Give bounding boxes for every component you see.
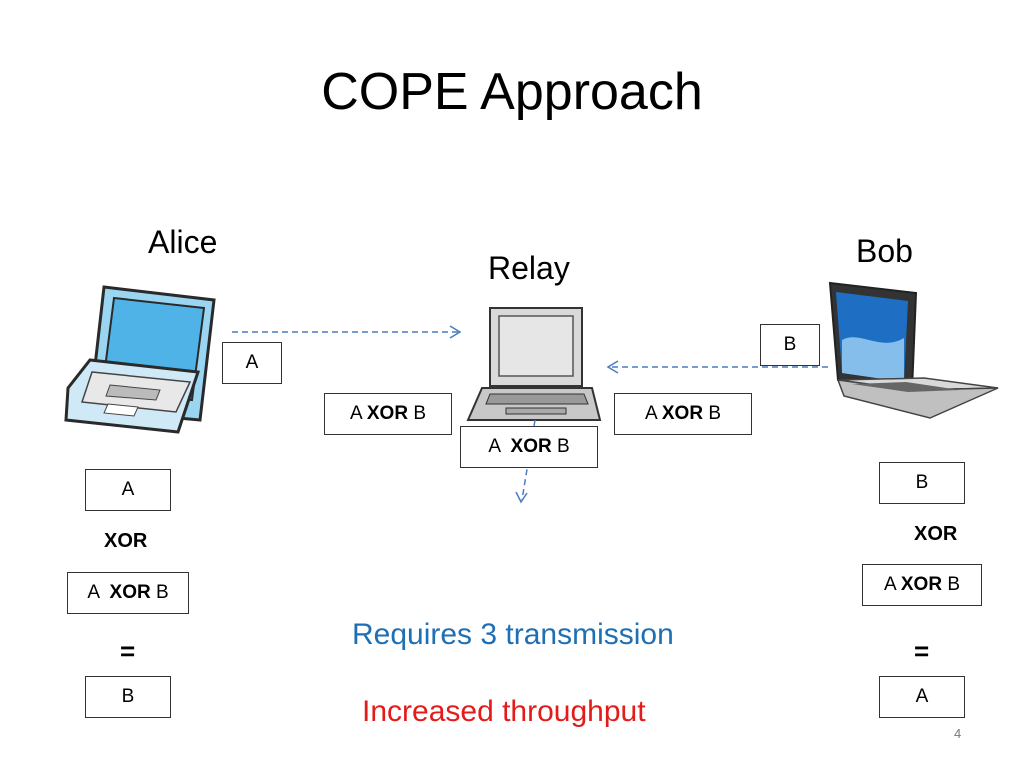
xor-text: XOR [366, 403, 409, 424]
arrowhead-left-icon [606, 360, 619, 374]
xor-text: XOR [900, 574, 943, 595]
bob-label: Bob [856, 233, 913, 269]
arrowhead-down-icon [515, 491, 528, 504]
packet-a-text: A [488, 436, 511, 457]
bob-received-packet: A XOR B [862, 564, 982, 606]
packet-b-text: B [942, 574, 961, 595]
transmissions-note: Requires 3 transmission [352, 618, 674, 651]
packet-a-text: A [87, 582, 110, 603]
alice-xor-operator: XOR [104, 530, 148, 552]
relay-laptop-icon [466, 307, 602, 421]
alice-label: Alice [148, 224, 218, 260]
bob-laptop-icon [828, 281, 999, 419]
alice-result-packet: B [85, 676, 171, 718]
packet-b-text: B [551, 436, 570, 457]
bob-equals-sign: = [914, 636, 930, 666]
alice-equals-sign: = [120, 636, 136, 666]
packet-a-text: A [883, 574, 901, 595]
slide-title: COPE Approach [321, 63, 703, 121]
alice-received-packet: A XOR B [67, 572, 189, 614]
page-number: 4 [954, 726, 962, 741]
relay-label: Relay [488, 250, 570, 286]
xor-text: XOR [661, 403, 704, 424]
packet-a-text: A [349, 403, 367, 424]
bob-own-packet: B [879, 462, 965, 504]
packet-b-text: B [408, 403, 427, 424]
bob-xor-operator: XOR [914, 523, 958, 545]
relay-broadcast-packet: A XOR B [460, 426, 598, 468]
packet-a-text: A [644, 403, 662, 424]
alice-laptop-icon [64, 285, 216, 434]
arrowhead-right-icon [449, 325, 462, 339]
bob-result-packet: A [879, 676, 965, 718]
packet-b-box: B [760, 324, 820, 366]
xor-text: XOR [109, 582, 151, 603]
relay-right-packet: A XOR B [614, 393, 752, 435]
alice-own-packet: A [85, 469, 171, 511]
xor-text: XOR [510, 436, 552, 457]
packet-b-text: B [703, 403, 722, 424]
packet-b-text: B [150, 582, 169, 603]
throughput-note: Increased throughput [362, 695, 646, 728]
relay-left-packet: A XOR B [324, 393, 452, 435]
packet-a-box: A [222, 342, 282, 384]
